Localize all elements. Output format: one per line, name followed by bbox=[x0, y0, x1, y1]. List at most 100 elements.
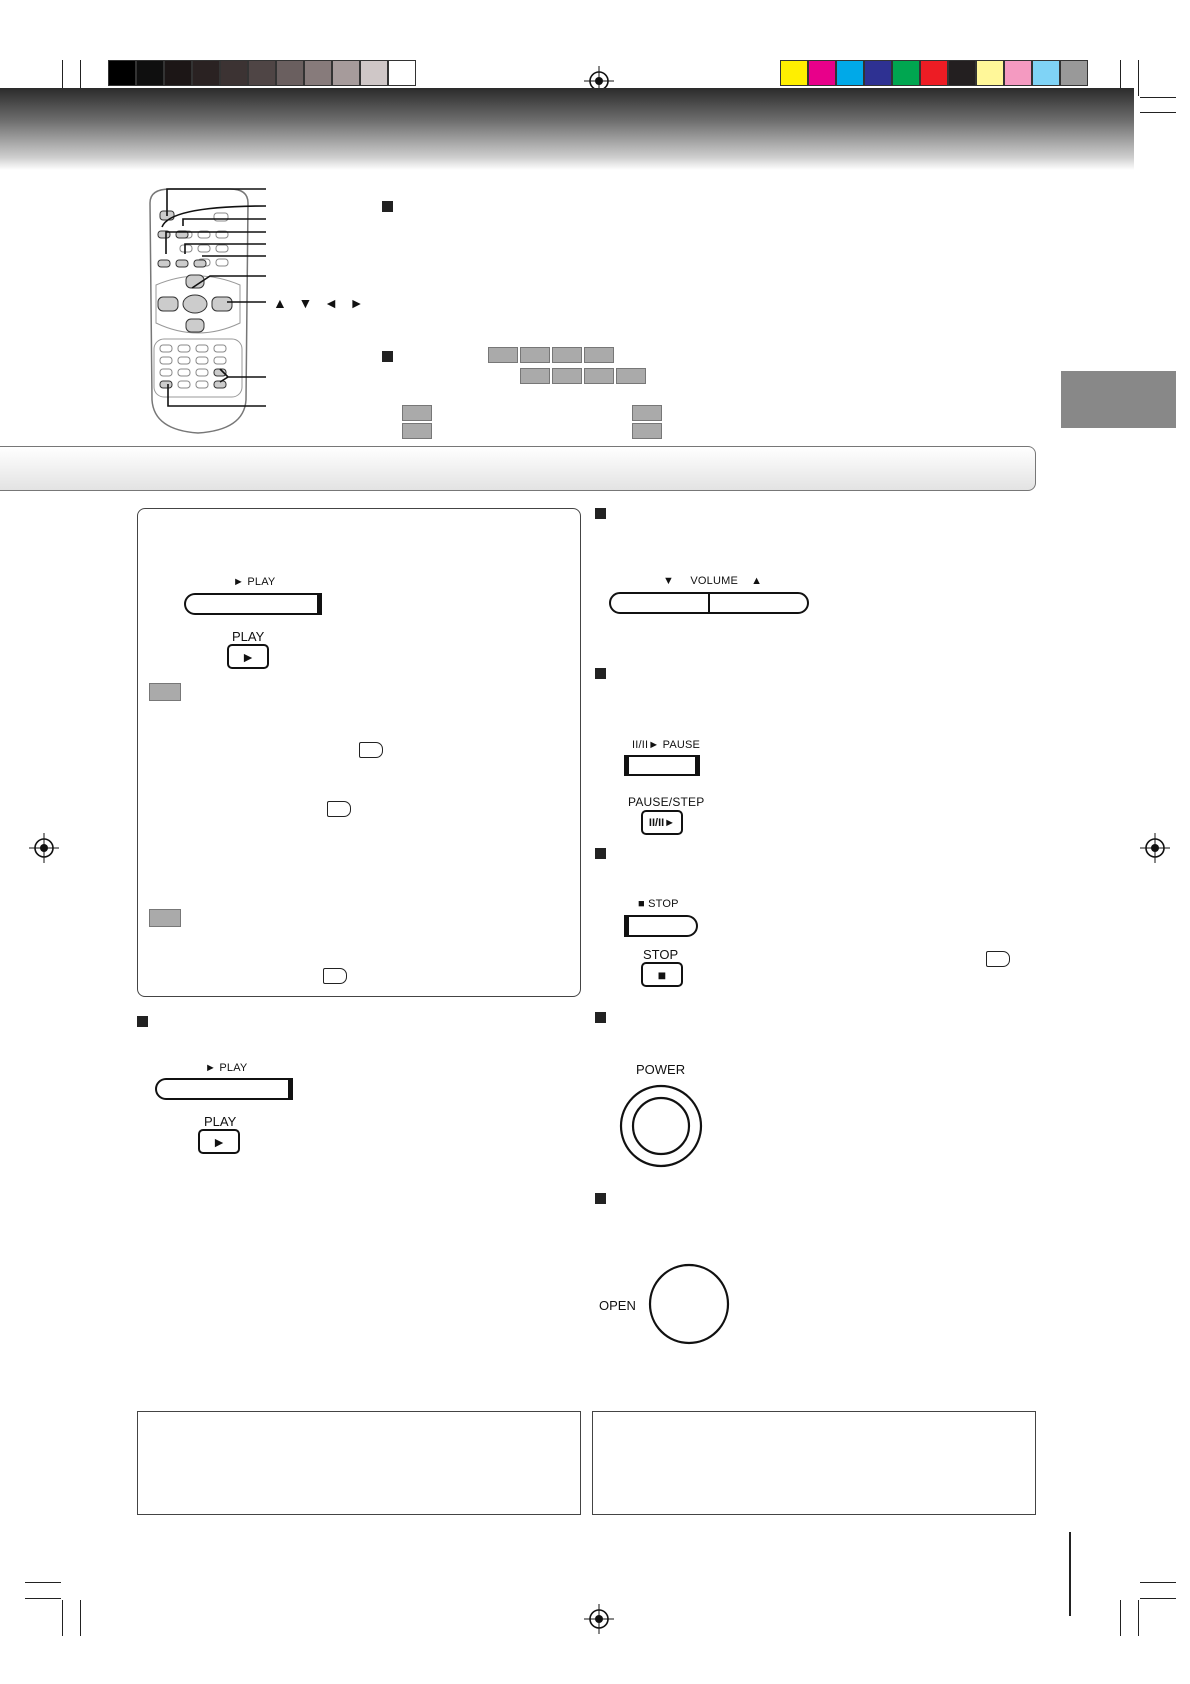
play-icon: ► bbox=[241, 648, 255, 665]
unit-stop-button[interactable] bbox=[624, 915, 698, 937]
section-bullet bbox=[595, 1193, 606, 1204]
color-swatch bbox=[920, 60, 948, 86]
crosshair-registration-icon bbox=[584, 1604, 614, 1634]
crop-mark bbox=[80, 1600, 81, 1636]
crop-mark bbox=[1120, 60, 1121, 96]
color-swatch bbox=[780, 60, 808, 86]
arrow-down-icon: ▼ bbox=[298, 295, 313, 311]
grayscale-swatch bbox=[388, 60, 416, 86]
color-swatch bbox=[892, 60, 920, 86]
remote-pause-step-button[interactable]: II/II► bbox=[641, 810, 683, 835]
note-box-left bbox=[137, 1411, 581, 1515]
arrow-left-icon: ◄ bbox=[324, 295, 338, 311]
unit-volume-slider[interactable] bbox=[609, 592, 809, 614]
disc-type-tag bbox=[520, 368, 550, 384]
crop-mark bbox=[80, 60, 81, 96]
section-title-bar bbox=[0, 446, 1036, 491]
disc-type-tag bbox=[616, 368, 646, 384]
stop-unit-label: ■ STOP bbox=[638, 898, 679, 910]
grayscale-swatch bbox=[276, 60, 304, 86]
disc-type-tag bbox=[402, 423, 432, 439]
play-unit-label: ► PLAY bbox=[205, 1062, 248, 1074]
grayscale-swatch bbox=[332, 60, 360, 86]
grayscale-swatch bbox=[164, 60, 192, 86]
color-swatch bbox=[864, 60, 892, 86]
color-swatch bbox=[1060, 60, 1088, 86]
color-swatch bbox=[836, 60, 864, 86]
open-label: OPEN bbox=[599, 1298, 636, 1313]
section-bullet bbox=[382, 201, 393, 212]
disc-type-tag bbox=[520, 347, 550, 363]
play-icon: ► bbox=[212, 1133, 226, 1150]
section-bullet bbox=[595, 668, 606, 679]
grayscale-swatch bbox=[360, 60, 388, 86]
power-label: POWER bbox=[636, 1062, 686, 1077]
disc-type-tag bbox=[632, 405, 662, 421]
crop-mark bbox=[1140, 1582, 1176, 1583]
disc-type-tag bbox=[584, 368, 614, 384]
crop-mark bbox=[25, 1598, 61, 1599]
direction-arrows: ▲ ▼ ◄ ► bbox=[273, 295, 363, 311]
page-reference-tag bbox=[359, 742, 383, 758]
color-swatch bbox=[976, 60, 1004, 86]
crop-mark bbox=[62, 1600, 63, 1636]
remote-stop-button[interactable]: ■ bbox=[641, 962, 683, 987]
header-band bbox=[0, 88, 1134, 170]
crop-mark bbox=[25, 1582, 61, 1583]
grayscale-swatch bbox=[248, 60, 276, 86]
arrow-up-icon: ▲ bbox=[273, 295, 287, 311]
crop-mark bbox=[62, 60, 63, 96]
remote-callout-lines bbox=[161, 188, 267, 407]
disc-type-tag bbox=[552, 347, 582, 363]
grayscale-swatch bbox=[108, 60, 136, 86]
volume-label: VOLUME bbox=[690, 575, 739, 587]
remote-pause-label: PAUSE/STEP bbox=[628, 795, 705, 809]
page-reference-tag bbox=[327, 801, 351, 817]
disc-type-tag bbox=[149, 909, 181, 927]
stop-icon: ■ bbox=[657, 966, 667, 983]
volume-divider bbox=[708, 594, 710, 612]
section-bullet bbox=[382, 351, 393, 362]
grayscale-swatch bbox=[304, 60, 332, 86]
grayscale-swatch bbox=[136, 60, 164, 86]
play-unit-label: ► PLAY bbox=[233, 576, 276, 588]
chapter-tab bbox=[1061, 371, 1176, 428]
remote-play-button[interactable]: ► bbox=[198, 1129, 240, 1154]
disc-type-tag bbox=[584, 347, 614, 363]
unit-play-button[interactable] bbox=[184, 593, 322, 615]
disc-type-tag bbox=[632, 423, 662, 439]
crop-mark bbox=[1140, 97, 1176, 98]
crop-mark bbox=[1138, 1600, 1139, 1636]
crop-mark bbox=[1140, 112, 1176, 113]
color-swatch bbox=[808, 60, 836, 86]
disc-type-tag bbox=[552, 368, 582, 384]
pause-unit-label: II/II► PAUSE bbox=[632, 739, 701, 751]
section-bullet bbox=[595, 848, 606, 859]
grayscale-swatch bbox=[192, 60, 220, 86]
crop-mark bbox=[1138, 60, 1139, 96]
disc-type-tag bbox=[488, 347, 518, 363]
volume-labels: ▼ VOLUME ▲ bbox=[663, 575, 762, 587]
page-edge-rule bbox=[1069, 1532, 1071, 1616]
crosshair-registration-icon bbox=[29, 833, 59, 863]
arrow-right-icon: ► bbox=[349, 295, 364, 311]
unit-play-button[interactable] bbox=[155, 1078, 293, 1100]
remote-play-button[interactable]: ► bbox=[227, 644, 269, 669]
remote-play-label: PLAY bbox=[232, 629, 265, 644]
volume-down-icon: ▼ bbox=[663, 575, 675, 587]
color-swatch bbox=[1004, 60, 1032, 86]
volume-up-icon: ▲ bbox=[751, 575, 763, 587]
unit-pause-button[interactable] bbox=[624, 755, 700, 776]
pause-step-icon: II/II► bbox=[648, 816, 676, 829]
crop-mark bbox=[1140, 1598, 1176, 1599]
section-bullet bbox=[595, 1012, 606, 1023]
crop-mark bbox=[1120, 1600, 1121, 1636]
power-button-icon[interactable] bbox=[619, 1084, 703, 1168]
note-box-right bbox=[592, 1411, 1036, 1515]
open-button-icon[interactable] bbox=[648, 1263, 730, 1345]
section-bullet bbox=[137, 1016, 148, 1027]
disc-type-tag bbox=[149, 683, 181, 701]
section-bullet bbox=[595, 508, 606, 519]
remote-stop-label: STOP bbox=[643, 947, 679, 962]
play-instructions-panel bbox=[137, 508, 581, 997]
